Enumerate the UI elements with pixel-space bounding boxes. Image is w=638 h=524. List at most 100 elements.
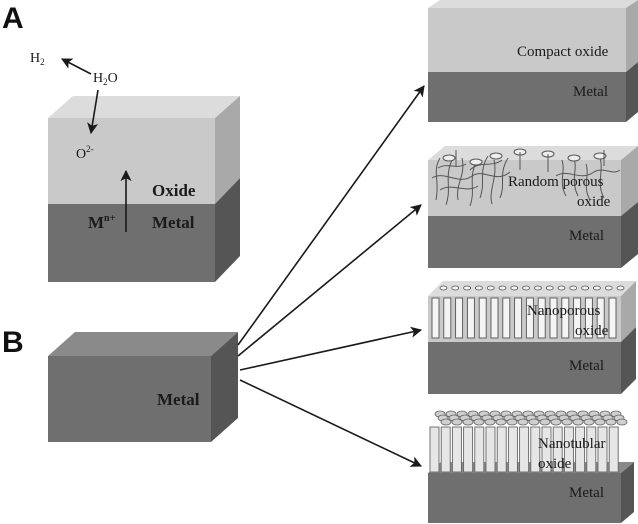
random-porous-metal-side — [621, 202, 638, 268]
nanopore — [608, 297, 617, 339]
panel-a-metal-label: Metal — [152, 213, 195, 232]
panel-b-metal-side — [211, 332, 238, 442]
panel-b-metal-front — [48, 356, 211, 442]
random-porous-label-line1: Random porous — [508, 174, 604, 190]
nanotubular-label-line1: Nanotublar — [538, 436, 605, 452]
nanoporous-label-line2: oxide — [575, 323, 609, 339]
metal-ion-label: Mn+ — [88, 213, 116, 232]
random-porous-metal-label: Metal — [569, 228, 604, 244]
arrow-to-nanoporous-oxide — [239, 326, 423, 371]
nanoporous-metal-layer — [428, 342, 621, 394]
nanopore-opening — [534, 285, 542, 291]
nanoporous-oxide-side — [621, 281, 636, 342]
panel-b-metal-top — [48, 332, 238, 356]
nanotube-top — [495, 418, 507, 426]
nanopore-opening — [439, 285, 448, 291]
outcome-compact-oxide: Compact oxide Metal — [428, 0, 638, 122]
nanopore-opening — [510, 285, 519, 291]
nanopore-opening — [593, 285, 601, 291]
random-porous-label-line2: oxide — [577, 194, 611, 210]
panel-b-label: B — [2, 326, 24, 359]
nanopore-opening — [463, 285, 472, 291]
nanotube — [530, 426, 541, 473]
nanotube — [463, 426, 474, 473]
random-porous-top — [428, 146, 638, 160]
compact-oxide-label: Compact oxide — [517, 44, 609, 60]
nanopore — [584, 297, 593, 339]
nanopore — [443, 297, 452, 339]
nanotube-top — [451, 418, 463, 426]
nanopore — [525, 297, 534, 339]
nanotube-top — [462, 418, 474, 426]
nanotube — [429, 426, 440, 473]
nanopore — [431, 297, 440, 339]
nanopore-opening — [451, 285, 460, 291]
nanopore-opening — [569, 285, 578, 291]
nanotubular-metal-layer — [428, 473, 621, 523]
outcome-nanoporous-oxide: Nanoporous oxide Metal — [428, 281, 636, 394]
arrow-to-random-porous-oxide — [237, 204, 422, 357]
nanoporous-top — [428, 281, 636, 296]
nanotube — [541, 426, 552, 473]
arrow-to-nanotubular-oxide — [239, 379, 423, 467]
nanopore — [537, 297, 546, 339]
random-porous-oxide-side — [621, 146, 638, 216]
nanotube-top — [605, 418, 617, 426]
nanotube — [563, 426, 574, 473]
nanopore — [490, 297, 499, 339]
nanotube — [485, 426, 496, 473]
nanoporous-label-line1: Nanoporous — [527, 303, 600, 319]
nanotube-top — [583, 418, 595, 426]
nanotube — [608, 426, 619, 473]
nanotube-top — [561, 418, 573, 426]
nanopore-opening — [581, 285, 589, 291]
nanotube-top — [539, 418, 551, 426]
nanotube-top — [517, 418, 529, 426]
compact-metal-layer — [428, 72, 626, 122]
nanotube-top — [506, 418, 518, 426]
random-porous-metal-layer — [428, 216, 621, 268]
nanoporous-metal-label: Metal — [569, 358, 604, 374]
nanotube-top — [572, 418, 584, 426]
nanopore — [466, 297, 475, 339]
oxygen-ion-label: O2- — [76, 144, 94, 162]
nanotube-top — [616, 418, 628, 426]
oxygen-migration-arrow — [87, 89, 99, 135]
nanotube-top — [440, 418, 452, 426]
panel-a-metal-side — [215, 178, 240, 282]
nanopore-array — [431, 285, 625, 339]
panel-a-block — [48, 96, 240, 282]
nanotube — [519, 426, 530, 473]
nanotube-array — [429, 410, 628, 473]
nanotube-top — [550, 418, 562, 426]
nanopore-opening — [498, 285, 507, 291]
compact-metal-side — [626, 62, 638, 122]
nanotube — [552, 426, 563, 473]
nanopore — [561, 297, 570, 339]
nanotube — [474, 426, 485, 473]
nanotube — [575, 426, 586, 473]
panel-a-metal-layer — [48, 204, 215, 282]
panel-b-metal-label: Metal — [157, 390, 200, 409]
nanopore-opening — [522, 285, 530, 291]
oxide-label: Oxide — [152, 181, 196, 200]
nanotube-top — [594, 418, 606, 426]
nanotubular-metal-side — [621, 462, 634, 523]
compact-oxide-layer — [428, 8, 626, 72]
compact-oxide-side — [626, 0, 638, 72]
nanotube — [451, 426, 462, 473]
nanopore — [502, 297, 511, 339]
panel-b-block — [48, 332, 238, 442]
compact-oxide-top — [428, 0, 638, 8]
nanotube — [507, 426, 518, 473]
panel-a-oxide-side — [215, 96, 240, 204]
h2o-label: H2O — [93, 71, 118, 87]
panel-a-oxide-top — [48, 96, 240, 118]
nanopore — [455, 297, 464, 339]
nanopore — [573, 297, 582, 339]
nanotube — [586, 426, 597, 473]
nanopore-opening — [557, 285, 566, 291]
nanoporous-metal-side — [621, 327, 636, 394]
nanotube — [496, 426, 507, 473]
